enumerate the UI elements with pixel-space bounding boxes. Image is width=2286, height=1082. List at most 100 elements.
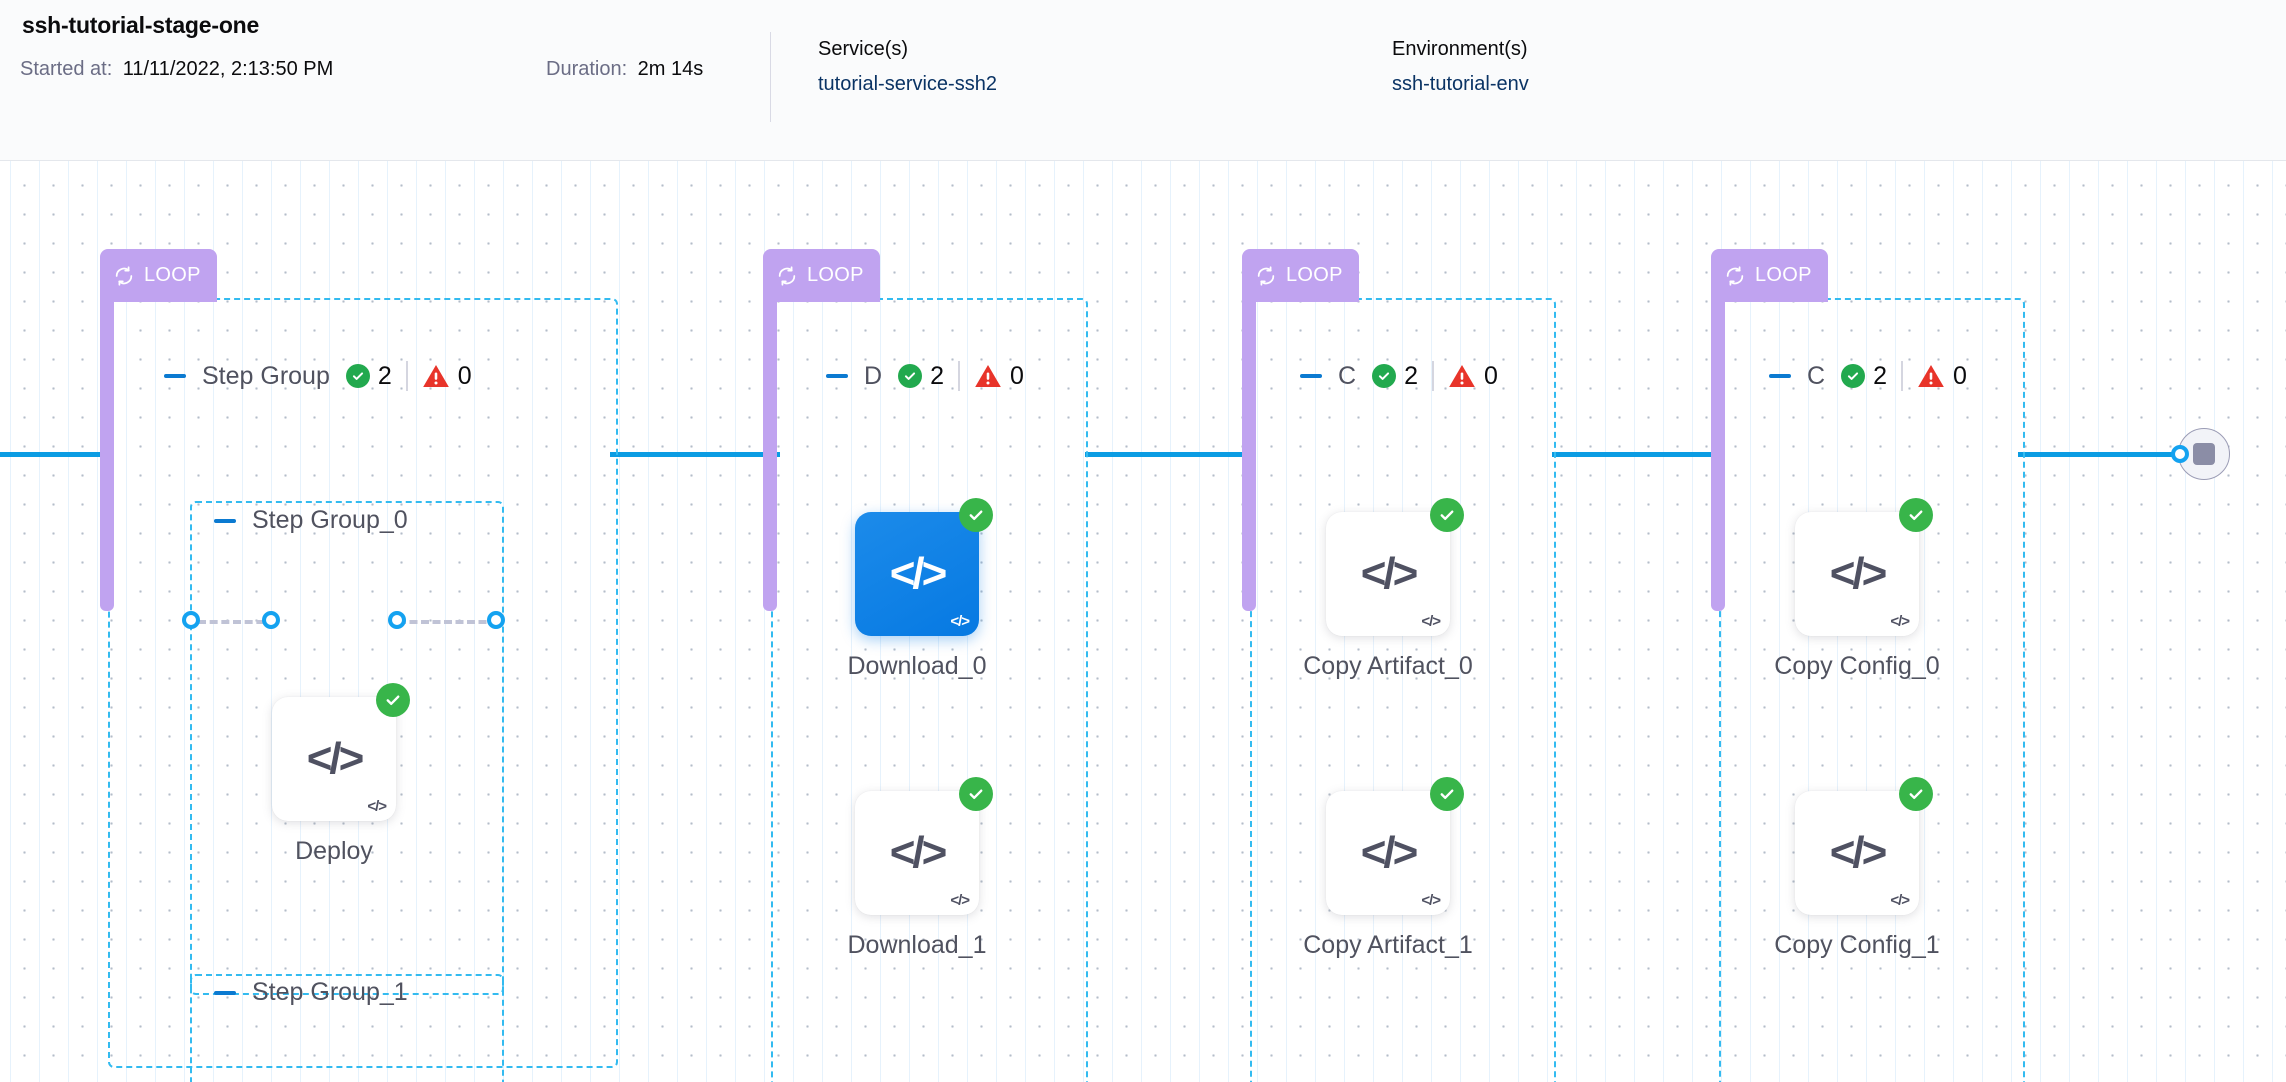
environments-block: Environment(s) ssh-tutorial-env [1392, 38, 1529, 96]
status-success-badge [1430, 498, 1464, 532]
error-stat: 0 [974, 362, 1024, 391]
status-success-badge [376, 683, 410, 717]
loop-accent-bar [1711, 289, 1725, 611]
stop-icon [2193, 443, 2215, 465]
node-card[interactable]: </> </> [1795, 498, 1933, 636]
connector-line-end [2018, 452, 2188, 457]
loop-badge-label: LOOP [807, 264, 864, 286]
port-end-node[interactable] [2171, 445, 2189, 463]
node-label: Copy Artifact_0 [1303, 652, 1473, 680]
environments-heading: Environment(s) [1392, 38, 1528, 60]
execution-header: ssh-tutorial-stage-one Started at: 11/11… [0, 0, 2286, 161]
nested-group-box-0[interactable] [190, 501, 504, 995]
loop-badge[interactable]: LOOP [763, 249, 880, 302]
header-divider [770, 32, 771, 122]
group-box-copy-config[interactable] [1719, 298, 2025, 1082]
code-icon: </> [1829, 828, 1888, 877]
step-node-copy-config-0[interactable]: </> </> Copy Config_0 [1774, 498, 1940, 680]
group-header-copy-config: C 2 0 [1769, 361, 1967, 391]
code-corner-icon: </> [1890, 613, 1910, 630]
code-icon: </> [889, 549, 948, 598]
loop-icon [115, 265, 133, 286]
pipeline-canvas[interactable]: LOOP Step Group 2 0 Step Group_0 [0, 161, 2286, 1082]
group-box-copy-artifact[interactable] [1250, 298, 1556, 1082]
success-stat: 2 [1841, 362, 1887, 391]
started-at-value: 11/11/2022, 2:13:50 PM [122, 58, 334, 80]
port-inner-right-0[interactable] [388, 611, 406, 629]
warning-triangle-icon [422, 365, 449, 387]
stat-divider [957, 361, 960, 391]
code-icon: </> [1829, 549, 1888, 598]
code-corner-icon: </> [1421, 892, 1441, 909]
group-title: C [1338, 361, 1357, 390]
loop-badge[interactable]: LOOP [100, 249, 217, 302]
port-inner-left-0[interactable] [262, 611, 280, 629]
step-node-copy-artifact-0[interactable]: </> </> Copy Artifact_0 [1303, 498, 1473, 680]
check-circle-icon [1372, 364, 1397, 388]
status-success-badge [959, 777, 993, 811]
collapse-toggle-step-group[interactable] [164, 374, 186, 378]
collapse-toggle-copy-artifact[interactable] [1300, 374, 1322, 378]
node-card[interactable]: </> </> [1326, 777, 1464, 915]
code-icon: </> [1360, 549, 1419, 598]
nested-group-header-0: Step Group_0 [214, 506, 408, 535]
service-link[interactable]: tutorial-service-ssh2 [818, 73, 997, 95]
step-node-download-1[interactable]: </> </> Download_1 [848, 777, 993, 959]
environment-link[interactable]: ssh-tutorial-env [1392, 73, 1529, 95]
loop-badge[interactable]: LOOP [1242, 249, 1359, 302]
stat-divider [1900, 361, 1903, 391]
code-corner-icon: </> [367, 798, 387, 815]
node-card[interactable]: </> </> [1326, 498, 1464, 636]
node-label: Copy Config_0 [1774, 652, 1940, 680]
group-box-download[interactable] [771, 298, 1088, 1082]
services-heading: Service(s) [818, 38, 909, 60]
duration-label: Duration: [546, 58, 628, 80]
connector-line-start [0, 452, 108, 457]
error-stat: 0 [1448, 362, 1498, 391]
node-card[interactable]: </> </> [272, 683, 410, 821]
dash-connector-right-0 [398, 620, 498, 624]
collapse-toggle-download[interactable] [826, 374, 848, 378]
step-node-deploy[interactable]: </> </> Deploy [272, 683, 410, 865]
error-count: 0 [1952, 361, 1967, 390]
started-at-block: Started at: 11/11/2022, 2:13:50 PM [20, 58, 333, 81]
node-label: Download_0 [847, 652, 987, 680]
loop-accent-bar [100, 289, 114, 611]
code-corner-icon: </> [1421, 613, 1441, 630]
step-node-download-0[interactable]: </> </> Download_0 [848, 498, 993, 680]
error-count: 0 [1483, 361, 1498, 390]
port-outer-right-0[interactable] [487, 611, 505, 629]
collapse-toggle-nested-0[interactable] [214, 518, 236, 523]
status-success-badge [1899, 777, 1933, 811]
group-title: D [864, 361, 883, 390]
services-block: Service(s) tutorial-service-ssh2 [818, 38, 997, 96]
started-at-label: Started at: [20, 58, 113, 80]
success-stat: 2 [898, 362, 944, 391]
check-circle-icon [345, 364, 370, 388]
node-card[interactable]: </> </> [855, 777, 993, 915]
loop-icon [1257, 265, 1275, 286]
group-box-step-group[interactable] [108, 298, 618, 1068]
group-title: C [1807, 361, 1826, 390]
loop-badge[interactable]: LOOP [1711, 249, 1828, 302]
loop-accent-bar [1242, 289, 1256, 611]
warning-triangle-icon [975, 365, 1001, 387]
node-label: Copy Config_1 [1774, 931, 1940, 959]
error-count: 0 [457, 361, 472, 390]
warning-triangle-icon [1449, 365, 1475, 387]
page-title: ssh-tutorial-stage-one [22, 12, 260, 38]
stat-divider [405, 361, 408, 391]
node-card[interactable]: </> </> [1795, 777, 1933, 915]
step-node-copy-artifact-1[interactable]: </> </> Copy Artifact_1 [1303, 777, 1473, 959]
collapse-toggle-nested-1[interactable] [214, 990, 236, 995]
code-icon: </> [306, 734, 365, 783]
step-node-copy-config-1[interactable]: </> </> Copy Config_1 [1774, 777, 1940, 959]
node-card[interactable]: </> </> [855, 498, 993, 636]
nested-group-box-1[interactable] [190, 974, 504, 1082]
port-outer-left-0[interactable] [182, 611, 200, 629]
group-header-download: D 2 0 [826, 361, 1024, 391]
node-label: Deploy [295, 837, 373, 865]
success-count: 2 [1873, 361, 1887, 390]
collapse-toggle-copy-config[interactable] [1769, 374, 1791, 378]
connector-line-3 [1552, 452, 1715, 457]
